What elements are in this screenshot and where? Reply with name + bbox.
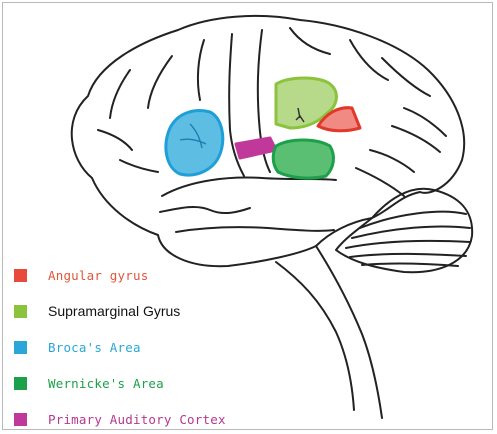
angular-gyrus-swatch [14,269,27,282]
legend-item-primary-auditory-cortex: Primary Auditory Cortex [14,410,226,428]
cerebellum [336,189,472,272]
primary-auditory-cortex-swatch [14,413,27,426]
wernickes-area-label: Wernicke's Area [48,376,164,391]
supramarginal-gyrus-swatch [14,305,27,318]
legend-item-supramarginal-gyrus: Supramarginal Gyrus [14,302,180,320]
brocas-area-label: Broca's Area [48,340,141,355]
legend-item-angular-gyrus: Angular gyrus [14,266,148,284]
primary-auditory-cortex-label: Primary Auditory Cortex [48,412,226,427]
brainstem [316,246,382,418]
wernickes-area-swatch [14,377,27,390]
broca-region [166,111,223,175]
brocas-area-swatch [14,341,27,354]
legend-item-wernickes-area: Wernicke's Area [14,374,164,392]
supramarginal-gyrus-label: Supramarginal Gyrus [48,303,180,319]
legend-item-brocas-area: Broca's Area [14,338,141,356]
angular-gyrus-label: Angular gyrus [48,268,148,283]
wernicke-region [273,140,333,178]
auditory-region [236,138,276,158]
legend: Angular gyrus Supramarginal Gyrus Broca'… [14,262,314,432]
